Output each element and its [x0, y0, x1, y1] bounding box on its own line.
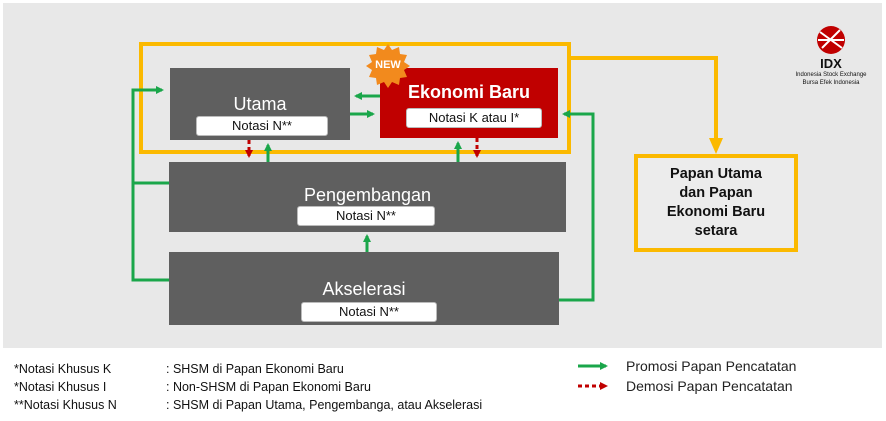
idx-logo-line-1: Indonesia Stock Exchange [795, 72, 867, 78]
setara-line-4: setara [694, 223, 738, 239]
idx-logo-name: IDX [820, 56, 842, 71]
board-pengembangan-notasi: Notasi N** [297, 206, 435, 226]
idx-logo-line-2: Bursa Efek Indonesia [802, 80, 860, 86]
note-desc-i: : Non-SHSM di Papan Ekonomi Baru [166, 380, 371, 394]
setara-box: Papan Utama dan Papan Ekonomi Baru setar… [634, 154, 798, 252]
board-ekonomi-baru-notasi: Notasi K atau I* [406, 108, 542, 128]
new-badge-icon [366, 44, 410, 88]
note-label-n: **Notasi Khusus N [14, 398, 117, 412]
board-akselerasi-title: Akselerasi [322, 279, 406, 299]
board-akselerasi-notasi: Notasi N** [301, 302, 437, 322]
board-ekonomi-baru: Ekonomi Baru Notasi K atau I* [380, 68, 558, 138]
setara-line-2: dan Papan [679, 185, 753, 201]
main-board-frame [139, 42, 571, 154]
board-ekonomi-baru-title: Ekonomi Baru [407, 82, 531, 102]
setara-line-1: Papan Utama [670, 166, 762, 182]
legend-demotion-label: Demosi Papan Pencatatan [626, 378, 793, 394]
new-badge-label: NEW [375, 59, 401, 71]
setara-line-3: Ekonomi Baru [666, 204, 766, 220]
note-desc-n: : SHSM di Papan Utama, Pengembanga, atau… [166, 398, 483, 412]
board-utama: Utama Notasi N** [170, 68, 350, 140]
note-label-i: *Notasi Khusus I [14, 380, 107, 394]
connector-arrow-setara [571, 56, 723, 154]
promotion-arrow-right-loop [559, 110, 595, 302]
board-utama-notasi: Notasi N** [196, 116, 328, 136]
board-utama-title: Utama [233, 94, 287, 114]
legend-promotion-label: Promosi Papan Pencatatan [626, 358, 797, 374]
idx-logo-icon [817, 26, 845, 54]
board-akselerasi: Akselerasi Notasi N** [169, 252, 559, 325]
board-pengembangan: Pengembangan Notasi N** [169, 162, 566, 232]
promotion-arrow-left-loop [131, 86, 169, 282]
note-desc-k: : SHSM di Papan Ekonomi Baru [166, 362, 344, 376]
note-label-k: *Notasi Khusus K [14, 362, 112, 376]
board-pengembangan-title: Pengembangan [303, 185, 432, 205]
